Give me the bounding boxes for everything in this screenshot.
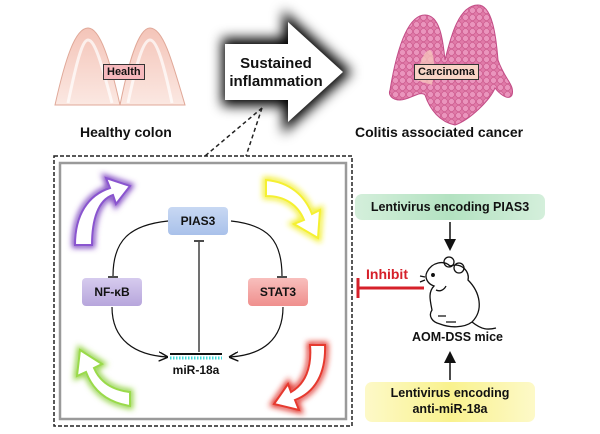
cancer-caption: Colitis associated cancer bbox=[355, 124, 524, 140]
node-stat3: STAT3 bbox=[248, 278, 308, 306]
inhibit-bar bbox=[356, 278, 424, 298]
anti-mir-box-line1: Lentivirus encoding bbox=[390, 386, 510, 400]
anti-mir-box-line2: anti-miR-18a bbox=[412, 402, 488, 416]
healthy-colon-caption: Healthy colon bbox=[80, 124, 172, 140]
stat3-to-mir-activation bbox=[230, 306, 284, 357]
loop-frame-dashed bbox=[53, 155, 353, 427]
pias3-to-nfkb-inhibition bbox=[112, 220, 169, 277]
node-mir18a: miR-18a bbox=[172, 363, 220, 377]
pias3-to-stat3-inhibition bbox=[230, 220, 283, 277]
carcinoma-tag: Carcinoma bbox=[414, 64, 479, 80]
purple-curved-arrow bbox=[71, 173, 135, 248]
yellow-curved-arrow bbox=[263, 176, 324, 244]
zoom-connector bbox=[204, 107, 263, 157]
green-curved-arrow bbox=[73, 344, 133, 410]
lentivirus-pias3-box: Lentivirus encoding PIAS3 bbox=[355, 194, 545, 220]
mice-label: AOM-DSS mice bbox=[412, 330, 503, 344]
mir-18a-strand bbox=[170, 353, 222, 360]
health-tag: Health bbox=[103, 64, 145, 80]
mouse-icon bbox=[419, 256, 497, 330]
red-curved-arrow bbox=[269, 342, 329, 415]
lentivirus-anti-mir-box: Lentivirus encoding anti-miR-18a bbox=[365, 382, 535, 422]
nfkb-to-mir-activation bbox=[111, 306, 167, 357]
inhibit-label: Inhibit bbox=[366, 266, 408, 282]
sustained-inflammation-arrow bbox=[222, 10, 352, 134]
arrow-text-line2: inflammation bbox=[229, 73, 323, 90]
node-pias3: PIAS3 bbox=[168, 207, 228, 235]
arrow-text-line1: Sustained bbox=[240, 55, 312, 72]
node-nfkb: NF-κB bbox=[82, 278, 142, 306]
arrow-text: Sustained inflammation bbox=[226, 55, 326, 91]
